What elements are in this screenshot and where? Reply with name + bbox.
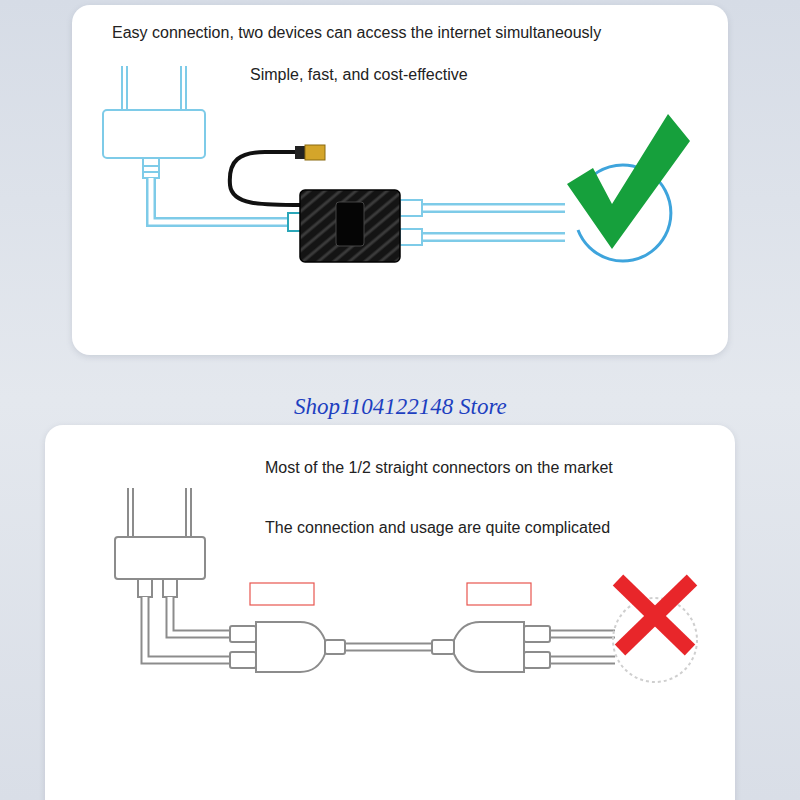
splitter-box bbox=[300, 190, 400, 262]
check-mark bbox=[567, 114, 690, 261]
cross-mark bbox=[613, 580, 697, 682]
cable-good bbox=[151, 178, 565, 245]
router-good bbox=[103, 66, 205, 178]
red-empty-boxes bbox=[250, 583, 531, 605]
panel-text: The connection and usage are quite compl… bbox=[265, 518, 610, 538]
y-splitters bbox=[230, 622, 550, 672]
watermark: Shop1104122148 Store bbox=[294, 394, 507, 420]
router-bad bbox=[115, 488, 205, 597]
panel-text: Easy connection, two devices can access … bbox=[112, 23, 601, 43]
panel-text: Simple, fast, and cost-effective bbox=[250, 65, 468, 85]
panel-text: Most of the 1/2 straight connectors on t… bbox=[265, 458, 613, 478]
cables-bad bbox=[145, 597, 615, 660]
